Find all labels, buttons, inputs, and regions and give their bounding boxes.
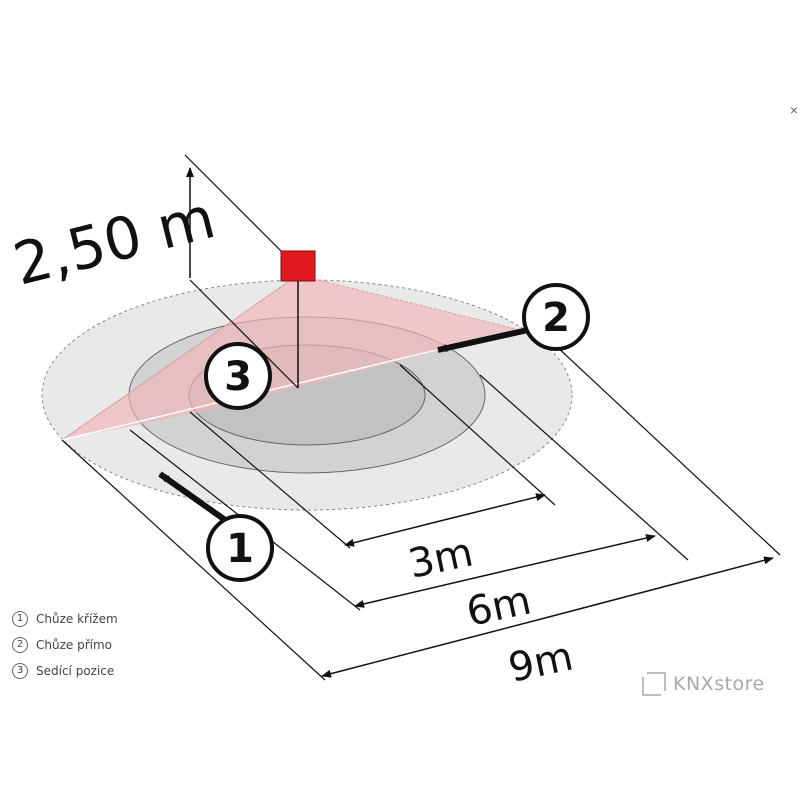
legend-label: Chůze přímo [36,638,113,652]
dim-label-9m: 9m [505,633,578,691]
brand-logo: KNXstore [641,671,765,697]
marker-3-number: 3 [224,354,252,400]
legend-item-1: 1 Chůze křížem [12,606,118,632]
ext-line-right-mid [479,374,689,561]
ext-line-right-outer [554,344,781,556]
dim-label-6m: 6m [463,577,536,635]
ext-line-right-inner [399,364,556,506]
marker-1-number: 1 [226,526,254,572]
dim-line-6m-a [354,571,501,608]
sensor-icon [280,250,316,282]
dim-line-9m-a [321,617,546,678]
marker-2-number: 2 [542,295,570,341]
height-label: 2,50 m [7,183,221,298]
legend-label: Chůze křížem [36,612,118,626]
legend-number: 3 [12,663,28,679]
marker-2: 2 [522,283,590,351]
dim-line-9m-b [544,556,774,619]
height-ref-bottom [189,279,299,389]
height-ref-top [184,154,282,252]
marker-1: 1 [206,514,274,582]
marker-3: 3 [204,342,272,410]
detection-cone [62,275,520,440]
dim-line-3m-a [344,520,441,547]
knx-logo-icon [642,672,666,696]
legend: 1 Chůze křížem 2 Chůze přímo 3 Sedící po… [12,606,118,684]
legend-number: 1 [12,611,28,627]
legend-number: 2 [12,637,28,653]
dim-line-6m-b [499,534,656,573]
dim-line-3m-b [439,493,546,522]
ext-line-left-inner [189,411,351,549]
ext-line-left-outer [61,439,326,681]
dim-label-3m: 3m [405,529,478,587]
close-button[interactable]: × [789,102,799,118]
cone-edge-right [297,274,521,331]
brand-text: KNXstore [673,673,765,695]
legend-item-2: 2 Chůze přímo [12,632,118,658]
cone-edge-left [61,274,299,441]
legend-item-3: 3 Sedící pozice [12,658,118,684]
motion-arrow-2 [437,327,529,353]
legend-label: Sedící pozice [36,664,115,678]
motion-arrow-1 [158,471,230,525]
